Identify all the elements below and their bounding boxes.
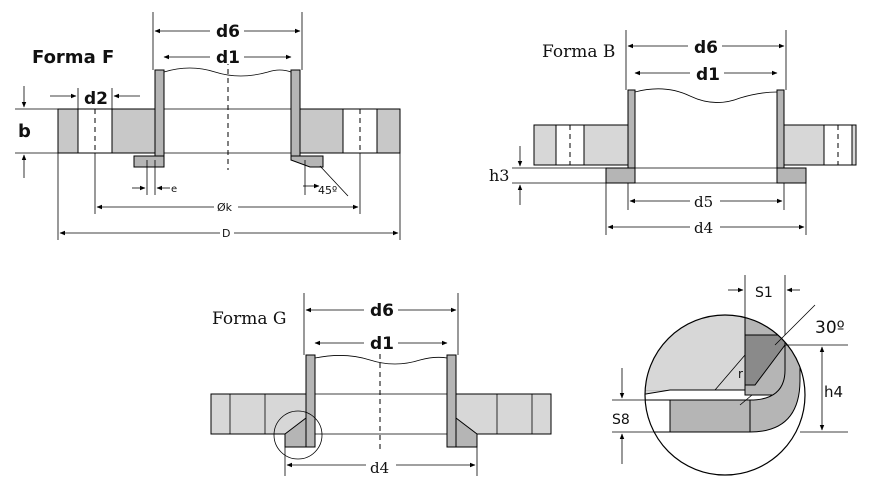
forma-f-d6-label: d6 <box>216 22 240 42</box>
forma-f-pipe-wall-left <box>154 69 165 161</box>
forma-f-angle-label: 45º <box>318 184 337 197</box>
forma-f-D-label: D <box>222 227 230 240</box>
forma-f-pipe-wall-right <box>290 69 301 161</box>
detail-angle-label: 30º <box>815 318 845 338</box>
forma-f-d2-label: d2 <box>84 89 108 109</box>
forma-b-d6-label: d6 <box>694 38 718 58</box>
forma-b-diagram: Forma B d6 d1 h3 d5 d4 <box>489 30 857 237</box>
forma-f-k-label: Øk <box>217 201 233 214</box>
detail-r-label: r <box>738 367 743 381</box>
forma-b-title: Forma B <box>542 42 615 62</box>
detail-s8-label: S8 <box>612 412 630 428</box>
forma-f-d1-label: d1 <box>216 48 240 68</box>
forma-g-d4-label: d4 <box>370 459 389 477</box>
forma-g-diagram: Forma G d6 d1 d4 <box>210 293 552 477</box>
forma-b-d4-label: d4 <box>694 219 713 237</box>
forma-g-title: Forma G <box>212 309 286 329</box>
detail-diagram: r S1 30º h4 S8 <box>612 275 848 476</box>
forma-f-e-label: e <box>171 184 177 195</box>
detail-h4-label: h4 <box>824 383 843 401</box>
forma-f-diagram: d6 d1 Forma F d2 b e 45º Øk <box>15 12 401 240</box>
forma-b-h3-label: h3 <box>489 166 509 185</box>
forma-g-d6-label: d6 <box>370 301 394 321</box>
forma-g-d1-label: d1 <box>370 334 394 354</box>
detail-s1-label: S1 <box>755 285 773 301</box>
forma-f-title: Forma F <box>32 47 114 68</box>
forma-b-d1-label: d1 <box>696 65 720 85</box>
forma-b-d5-label: d5 <box>694 193 713 211</box>
forma-f-b-label: b <box>18 121 31 142</box>
